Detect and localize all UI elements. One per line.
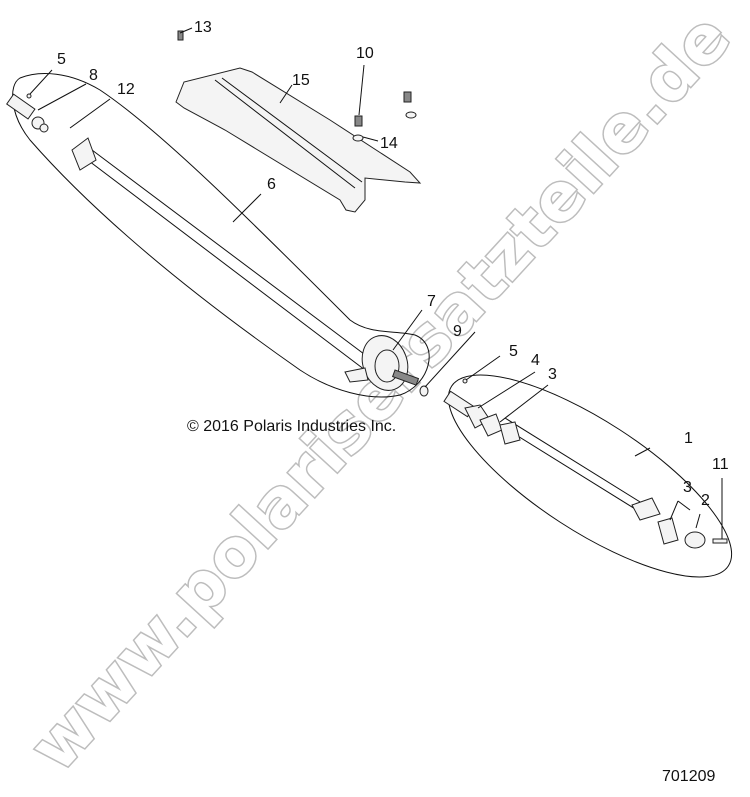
- leader-lines: [29, 27, 701, 529]
- callout-6: 6: [267, 176, 276, 193]
- watermark: www.polarisersatzteile.de: [14, 0, 748, 787]
- callout-14: 14: [380, 135, 398, 152]
- copyright-text: © 2016 Polaris Industries Inc.: [187, 418, 396, 435]
- callout-5: 5: [57, 51, 66, 68]
- callout-2: 2: [701, 492, 710, 509]
- callout-5b: 5: [509, 343, 518, 360]
- callout-labels: 13 10 15 14 5 8 12 6 7 9 5 4 3 1 11 3 2: [57, 19, 729, 509]
- callout-15: 15: [292, 72, 310, 89]
- diagram-number: 701209: [662, 768, 715, 785]
- fasteners: [26, 30, 468, 384]
- callout-4: 4: [531, 352, 540, 369]
- callout-3: 3: [548, 366, 557, 383]
- callout-7: 7: [427, 293, 436, 310]
- callout-1: 1: [684, 430, 693, 447]
- part-6-propshaft: [6, 93, 420, 391]
- part-9-ring: [419, 385, 429, 397]
- part-1-front-propshaft: [443, 390, 728, 549]
- callout-11: 11: [712, 456, 729, 473]
- callout-8: 8: [89, 67, 98, 84]
- callout-3b: 3: [683, 479, 692, 496]
- callout-13: 13: [194, 19, 212, 36]
- shaft-1-group-outline: [447, 374, 733, 578]
- part-15-shield: [175, 67, 422, 213]
- callout-9: 9: [453, 323, 462, 340]
- watermark-text: www.polarisersatzteile.de: [15, 0, 746, 786]
- callout-12: 12: [117, 81, 135, 98]
- callout-10: 10: [356, 45, 374, 62]
- shaft-6-group-outline: [12, 73, 430, 398]
